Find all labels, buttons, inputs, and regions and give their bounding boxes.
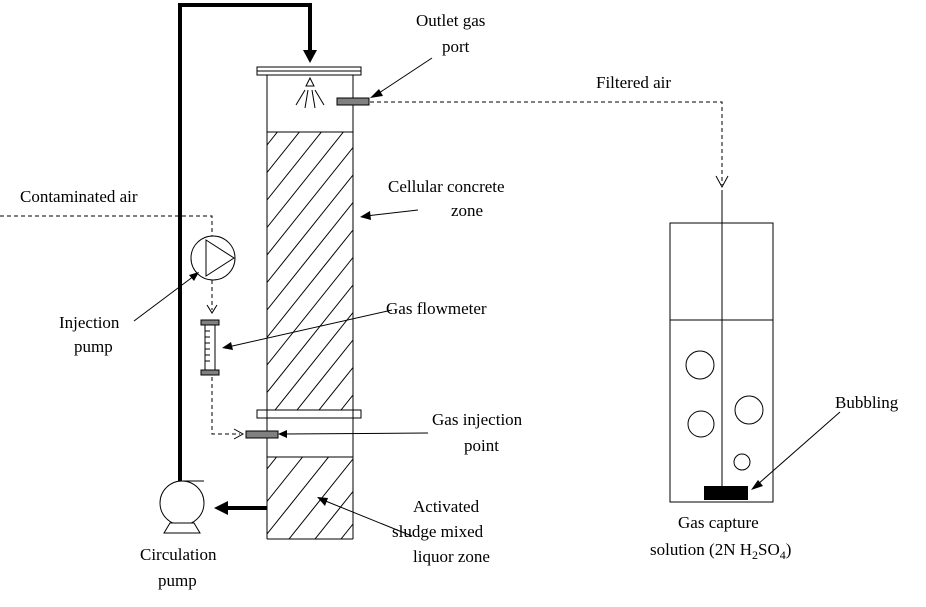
contaminated-air-label: Contaminated air — [20, 187, 138, 206]
gas-capture-formula-prefix: solution (2N H — [650, 540, 752, 559]
circulation-arrow-left — [214, 501, 228, 515]
sprinkler-icon — [295, 76, 325, 109]
activated-sludge-label-2: sludge mixed — [392, 522, 484, 541]
pointer-arrows — [133, 57, 841, 537]
hatch-line — [274, 311, 353, 410]
hatch-line — [314, 490, 353, 539]
hatch-line — [340, 394, 353, 410]
hatch-line — [267, 132, 344, 229]
gas-capture-vessel — [669, 222, 774, 503]
cellular-concrete-label-1: Cellular concrete — [388, 177, 505, 196]
hatch-line — [267, 457, 303, 503]
hatch-line — [267, 256, 353, 366]
gas-capture-formula-sub1: 2 — [752, 548, 758, 562]
hatch-line — [340, 523, 353, 539]
gas-capture-formula-suffix: ) — [786, 540, 792, 559]
gas-injection-point-label-1: Gas injection — [432, 410, 523, 429]
circulation-line — [178, 3, 317, 515]
gas-capture-formula-sub2: 4 — [780, 548, 786, 562]
reactor-column — [256, 66, 362, 540]
hatch-line — [296, 339, 353, 410]
circulation-pump-label-2: pump — [158, 571, 197, 590]
hatch-line — [318, 366, 353, 410]
circulation-pump-icon — [159, 480, 205, 534]
circulation-pump-label-1: Circulation — [140, 545, 217, 564]
bubble-icon — [734, 395, 764, 425]
hatch-line — [267, 146, 353, 256]
activated-sludge-label-1: Activated — [413, 497, 480, 516]
bubble-icon — [733, 453, 751, 471]
hatch-line — [267, 174, 353, 284]
column-middle-plate — [256, 409, 362, 419]
gas-flowmeter-icon — [200, 319, 220, 376]
gas-capture-formula-mid: SO — [758, 540, 780, 559]
labels: Outlet gas port Filtered air Cellular co… — [20, 11, 899, 590]
outlet-gas-port — [336, 97, 370, 106]
bubbling-label: Bubbling — [835, 393, 899, 412]
gas-injection-point-label-2: point — [464, 436, 499, 455]
gas-flowmeter-label: Gas flowmeter — [386, 299, 487, 318]
hatch-line — [267, 201, 353, 311]
outlet-gas-port-label-2: port — [442, 37, 470, 56]
hatch-line — [267, 132, 322, 201]
bubble-icon — [685, 350, 715, 380]
filtered-air-line — [370, 101, 729, 486]
gas-injection-port — [245, 430, 279, 439]
cellular-concrete-hatch — [267, 132, 585, 410]
gas-capture-label-1: Gas capture — [678, 513, 759, 532]
diffuser-stone — [704, 486, 748, 500]
cellular-concrete-label-2: zone — [451, 201, 483, 220]
hatch-line — [267, 132, 278, 146]
circulation-arrow-down — [303, 50, 317, 63]
hatch-line — [267, 457, 329, 535]
bubble-icon — [687, 410, 715, 438]
filtered-air-label: Filtered air — [596, 73, 671, 92]
injection-pump-label-1: Injection — [59, 313, 120, 332]
hatch-line — [363, 132, 585, 410]
hatch-line — [267, 132, 300, 174]
hatch-line — [267, 284, 353, 394]
injection-pump-label-2: pump — [74, 337, 113, 356]
activated-sludge-label-3: liquor zone — [413, 547, 490, 566]
injection-pump-icon — [190, 235, 236, 281]
gas-capture-label-2: solution (2N H2SO4) — [650, 540, 791, 562]
contaminated-air-line — [0, 215, 245, 440]
hatch-line — [267, 229, 353, 339]
outlet-gas-port-label-1: Outlet gas — [416, 11, 485, 30]
